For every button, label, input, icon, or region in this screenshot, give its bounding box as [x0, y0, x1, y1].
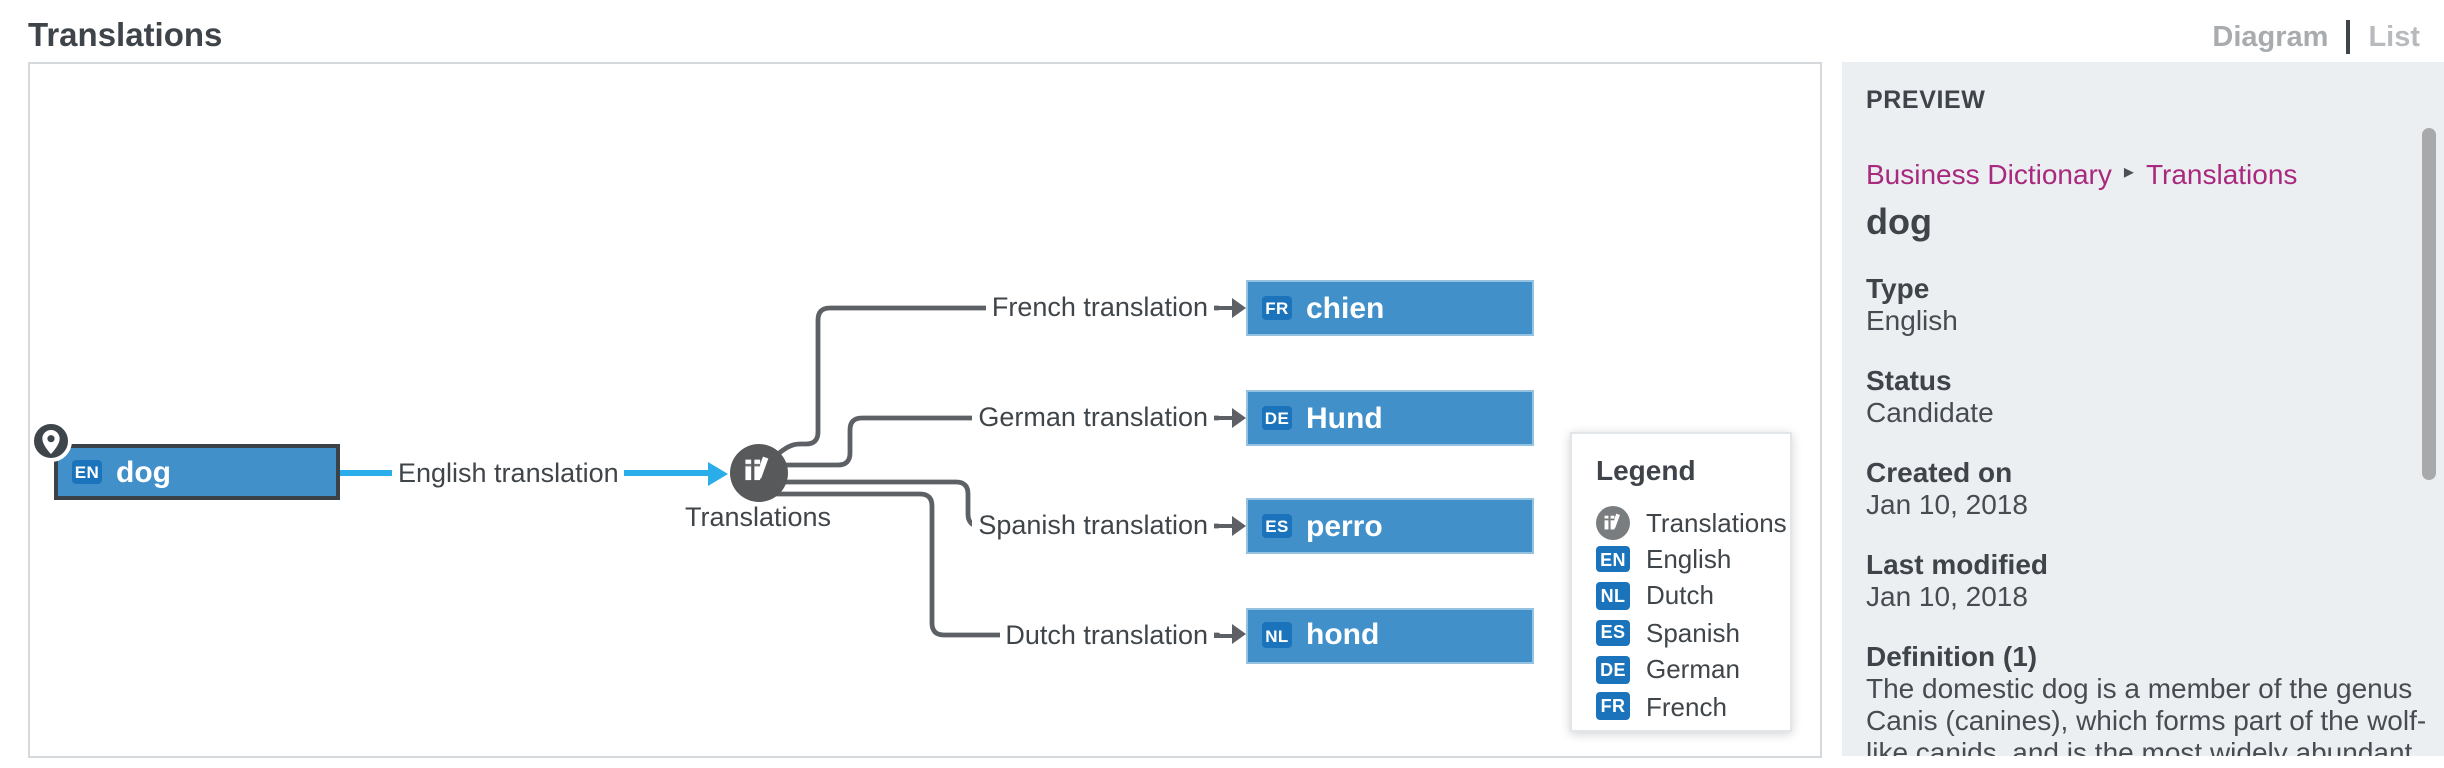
definition-text: The domestic dog is a member of the genu… [1866, 672, 2427, 756]
books-icon [1604, 514, 1620, 530]
translation-node-Hund[interactable]: DE Hund [1246, 390, 1534, 446]
source-node-dog[interactable]: EN dog [54, 444, 340, 500]
language-badge: ES [1596, 619, 1630, 647]
language-badge: NL [1262, 622, 1292, 648]
language-badge: DE [1596, 656, 1630, 683]
legend-card: Legend Translations EN English NL Dutch … [1570, 432, 1792, 732]
arrow-right-icon [1214, 624, 1246, 646]
legend-title: Legend [1596, 454, 1696, 486]
node-text: hond [1306, 618, 1380, 652]
preview-field: Status Candidate [1866, 364, 2426, 428]
field-value: Jan 10, 2018 [1866, 580, 2028, 612]
language-badge: FR [1596, 692, 1630, 720]
node-text: dog [116, 455, 171, 489]
arrow-right-icon [1214, 515, 1246, 537]
language-badge: EN [72, 459, 102, 485]
tab-diagram[interactable]: Diagram [2212, 21, 2329, 53]
legend-item: EN English [1596, 541, 1790, 578]
breadcrumb: Business Dictionary ▸ Translations [1866, 156, 2426, 192]
field-value: Candidate [1866, 396, 1994, 428]
breadcrumb-link-1[interactable]: Translations [2145, 158, 2298, 190]
books-circle-icon [1596, 505, 1630, 540]
field-label: Status [1866, 364, 1952, 396]
legend-item-label: Spanish [1646, 617, 1740, 648]
legend-item: FR French [1596, 688, 1790, 725]
preview-field: Created on Jan 10, 2018 [1866, 456, 2426, 520]
edge-label: French translation [985, 290, 1214, 326]
diagram-canvas[interactable]: English translation EN dog Translations … [28, 62, 1822, 758]
edge-label-english: English translation [392, 455, 625, 491]
arrow-right-icon [1214, 297, 1246, 319]
legend-item: Translations [1596, 504, 1790, 541]
language-badge: ES [1262, 513, 1292, 539]
books-icon [745, 455, 769, 480]
page-title: Translations [28, 18, 223, 54]
legend-item-label: English [1646, 544, 1732, 575]
asset-title: dog [1866, 202, 1932, 242]
language-badge: DE [1262, 405, 1292, 431]
edge-german [755, 415, 1221, 468]
edge-label: German translation [972, 400, 1214, 436]
translation-node-chien[interactable]: FR chien [1246, 280, 1534, 336]
translation-node-perro[interactable]: ES perro [1246, 498, 1534, 554]
edge-label: Dutch translation [999, 617, 1214, 653]
edge-french [755, 305, 1221, 469]
edge-dutch [755, 491, 1221, 638]
preview-field: Last modified Jan 10, 2018 [1866, 548, 2426, 612]
definition-section: Definition (1) The domestic dog is a mem… [1866, 640, 2426, 756]
legend-item: ES Spanish [1596, 614, 1790, 651]
panel-scrollbar-thumb[interactable] [2422, 128, 2436, 480]
preview-panel: PREVIEW Business Dictionary ▸ Translations… [1842, 62, 2444, 756]
language-badge: EN [1596, 545, 1630, 573]
legend-item-label: French [1646, 691, 1727, 722]
arrow-right-icon [1214, 407, 1246, 429]
legend-item: DE German [1596, 651, 1790, 688]
view-toggle: Diagram List [2212, 20, 2420, 54]
legend-item-label: Dutch [1646, 580, 1714, 611]
node-text: chien [1306, 291, 1385, 325]
map-pin-icon [30, 420, 72, 462]
node-text: Hund [1306, 401, 1383, 435]
language-badge: FR [1262, 295, 1292, 321]
tab-list[interactable]: List [2368, 21, 2420, 53]
field-label: Created on [1866, 456, 2013, 488]
legend-item-label: German [1646, 654, 1740, 685]
legend-item: NL Dutch [1596, 578, 1790, 615]
definition-label: Definition (1) [1866, 640, 2038, 672]
edge-label: Spanish translation [972, 508, 1214, 544]
hub-caption: Translations [684, 502, 832, 532]
preview-field: Type English [1866, 272, 2426, 336]
breadcrumb-link-0[interactable]: Business Dictionary [1866, 158, 2112, 190]
node-text: perro [1306, 509, 1383, 543]
breadcrumb-separator-icon: ▸ [2123, 162, 2134, 184]
language-badge: NL [1596, 582, 1630, 610]
translations-hub-node[interactable] [729, 444, 787, 502]
preview-heading: PREVIEW [1866, 86, 1986, 114]
toggle-divider [2346, 20, 2351, 54]
field-label: Type [1866, 272, 1930, 304]
legend-item-label: Translations [1646, 507, 1787, 538]
field-value: English [1866, 304, 1958, 336]
field-label: Last modified [1866, 548, 2049, 580]
connector-lines [755, 305, 1221, 638]
books-icon [742, 453, 774, 493]
field-value: Jan 10, 2018 [1866, 488, 2028, 520]
translation-node-hond[interactable]: NL hond [1246, 607, 1534, 663]
edge-english-arrowhead [708, 461, 728, 485]
